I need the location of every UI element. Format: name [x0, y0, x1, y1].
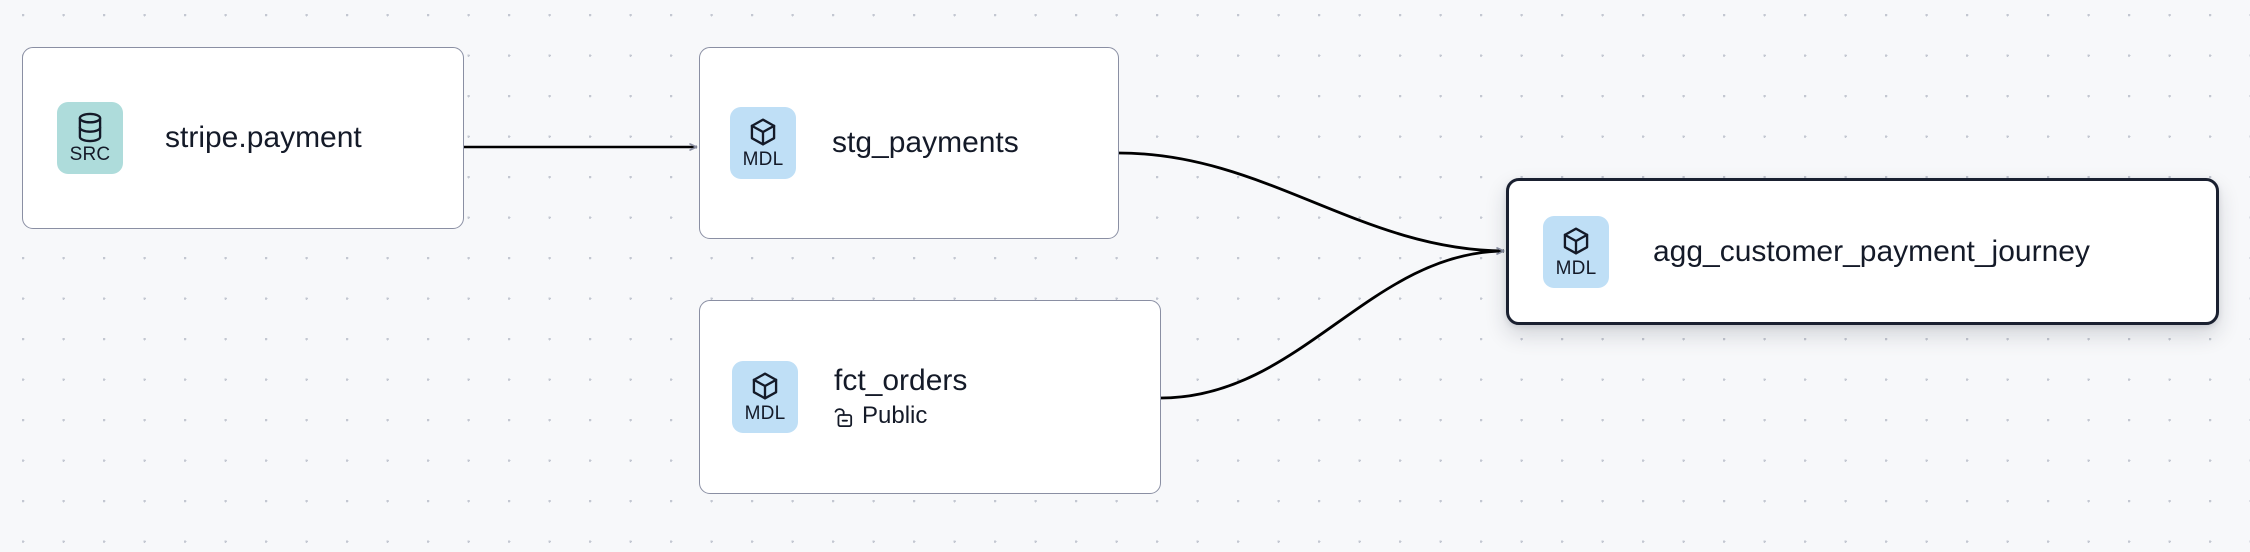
node-type-badge-mdl: MDL [730, 107, 796, 179]
node-title: fct_orders [834, 364, 968, 398]
node-body: fct_orders Public [834, 363, 967, 430]
badge-label: MDL [744, 403, 786, 424]
badge-label: SRC [69, 144, 111, 165]
node-title: stg_payments [832, 126, 1019, 160]
node-body: stripe.payment [165, 120, 362, 155]
badge-label: MDL [742, 149, 784, 170]
node-type-badge-mdl: MDL [732, 361, 798, 433]
badge-label: MDL [1555, 257, 1597, 279]
node-type-badge-src: SRC [57, 102, 123, 174]
node-body: stg_payments [832, 125, 1019, 160]
lineage-node-stg-payments[interactable]: MDL stg_payments [699, 47, 1119, 239]
unlock-icon [834, 405, 855, 428]
database-icon [75, 112, 105, 144]
lineage-node-agg-customer-payment-journey[interactable]: MDL agg_customer_payment_journey [1506, 178, 2219, 325]
node-body: agg_customer_payment_journey [1653, 234, 2090, 269]
node-visibility-label: Public [862, 401, 928, 429]
node-visibility: Public [834, 402, 967, 431]
cube-icon [1561, 226, 1591, 258]
node-type-badge-mdl: MDL [1543, 215, 1609, 288]
cube-icon [748, 117, 778, 149]
lineage-node-fct-orders[interactable]: MDL fct_orders Public [699, 300, 1161, 494]
lineage-node-stripe-payment[interactable]: SRC stripe.payment [22, 47, 464, 229]
edge-stg-to-stg-agg [1118, 151, 1505, 255]
node-title: stripe.payment [165, 121, 362, 155]
cube-icon [750, 371, 780, 403]
node-title: agg_customer_payment_journey [1653, 234, 2090, 268]
edge-fct-to-agg [1160, 247, 1505, 400]
